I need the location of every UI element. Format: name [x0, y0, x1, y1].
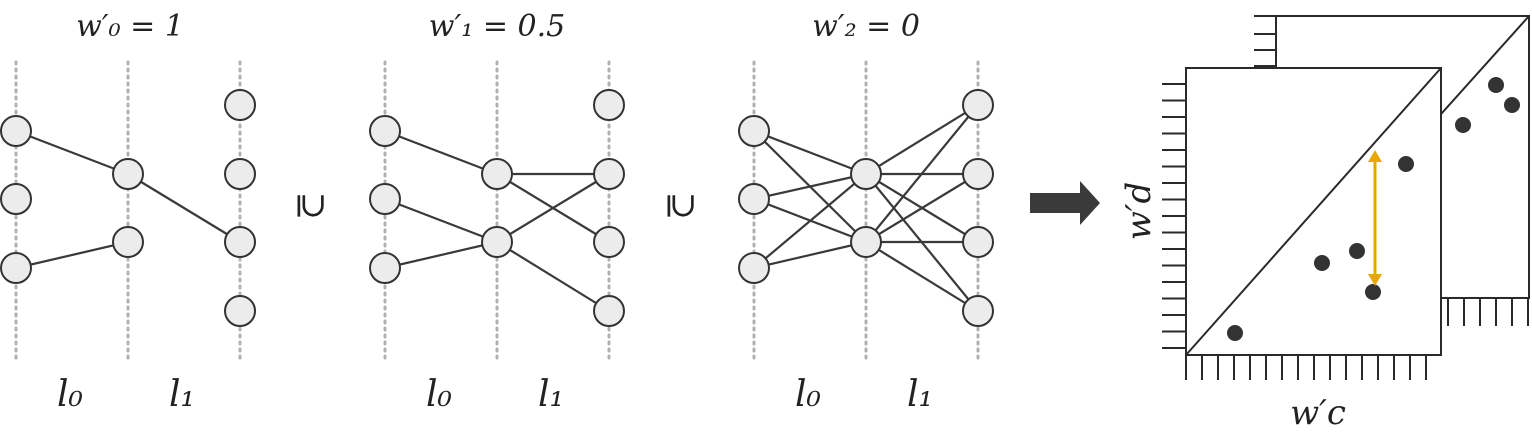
edge	[15, 129, 129, 176]
network-panel-1: w′₀ = 1 l₀ l₁	[0, 9, 256, 415]
weight-label-1: w′₀ = 1	[76, 9, 184, 44]
network-panel-3: w′₂ = 0 l₀ l₁	[738, 9, 994, 415]
node	[593, 89, 625, 121]
node	[0, 252, 32, 284]
data-point	[1314, 255, 1330, 271]
layer-label-l0: l₀	[57, 374, 83, 415]
node	[369, 252, 401, 284]
edges-layer-0	[753, 129, 867, 270]
layer-label-l1: l₁	[169, 374, 195, 415]
weight-plot: w′c w′d	[1119, 15, 1530, 433]
layer-label-l1: l₁	[538, 374, 564, 415]
node	[481, 226, 513, 258]
right-arrow-icon	[1030, 181, 1100, 225]
node	[593, 295, 625, 327]
distance-arrow	[1368, 150, 1382, 286]
node	[369, 183, 401, 215]
node	[224, 89, 256, 121]
node	[962, 158, 994, 190]
data-point	[1349, 243, 1365, 259]
node	[850, 226, 882, 258]
superset-symbol-1: ⊇	[291, 192, 331, 221]
weight-label-3: w′₂ = 0	[812, 9, 920, 44]
data-point	[1488, 77, 1504, 93]
node	[738, 183, 770, 215]
y-axis-label: w′d	[1119, 182, 1159, 241]
x-axis-label: w′c	[1290, 393, 1346, 433]
node	[962, 295, 994, 327]
y-axis-ticks	[1162, 83, 1186, 349]
node	[738, 115, 770, 147]
node	[224, 226, 256, 258]
node	[962, 226, 994, 258]
plot-front-frame	[1162, 67, 1442, 380]
node	[369, 115, 401, 147]
node	[593, 226, 625, 258]
node	[0, 183, 32, 215]
edge	[384, 240, 498, 270]
superset-symbol-2: ⊇	[661, 192, 701, 221]
weight-label-2: w′₁ = 0.5	[429, 9, 565, 44]
edge	[384, 197, 498, 244]
edge	[127, 173, 241, 243]
node	[850, 158, 882, 190]
node	[112, 226, 144, 258]
data-point	[1398, 156, 1414, 172]
data-point	[1227, 325, 1243, 341]
x-axis-ticks	[1185, 355, 1427, 380]
node	[224, 158, 256, 190]
node	[593, 158, 625, 190]
edge	[496, 241, 610, 312]
edge	[384, 129, 498, 176]
diagonal-line	[1185, 67, 1442, 356]
data-point	[1455, 117, 1471, 133]
edge	[496, 173, 610, 243]
data-point	[1504, 97, 1520, 113]
node	[738, 252, 770, 284]
node	[0, 115, 32, 147]
edge	[15, 240, 129, 270]
node	[962, 89, 994, 121]
node	[224, 295, 256, 327]
data-point	[1365, 284, 1381, 300]
layer-label-l0: l₀	[795, 374, 821, 415]
layer-label-l1: l₁	[907, 374, 933, 415]
node	[112, 158, 144, 190]
node	[481, 158, 513, 190]
layer-label-l0: l₀	[426, 374, 452, 415]
network-panel-2: w′₁ = 0.5 l₀ l₁	[369, 9, 625, 415]
edges-layer-1	[865, 104, 979, 312]
